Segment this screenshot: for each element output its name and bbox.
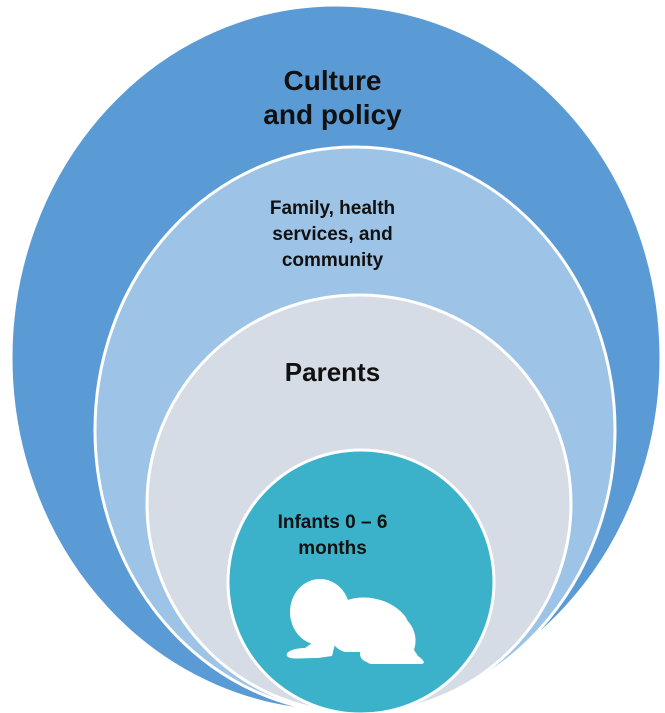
label-infants: Infants 0 – 6 months	[277, 512, 388, 559]
crawling-baby-icon	[286, 579, 424, 664]
label-culture-and-policy: Culture and policy	[263, 65, 402, 130]
label-parents: Parents	[284, 357, 381, 387]
ring-infants	[226, 448, 496, 713]
label-family-health-community: Family, health services, and community	[269, 198, 396, 271]
